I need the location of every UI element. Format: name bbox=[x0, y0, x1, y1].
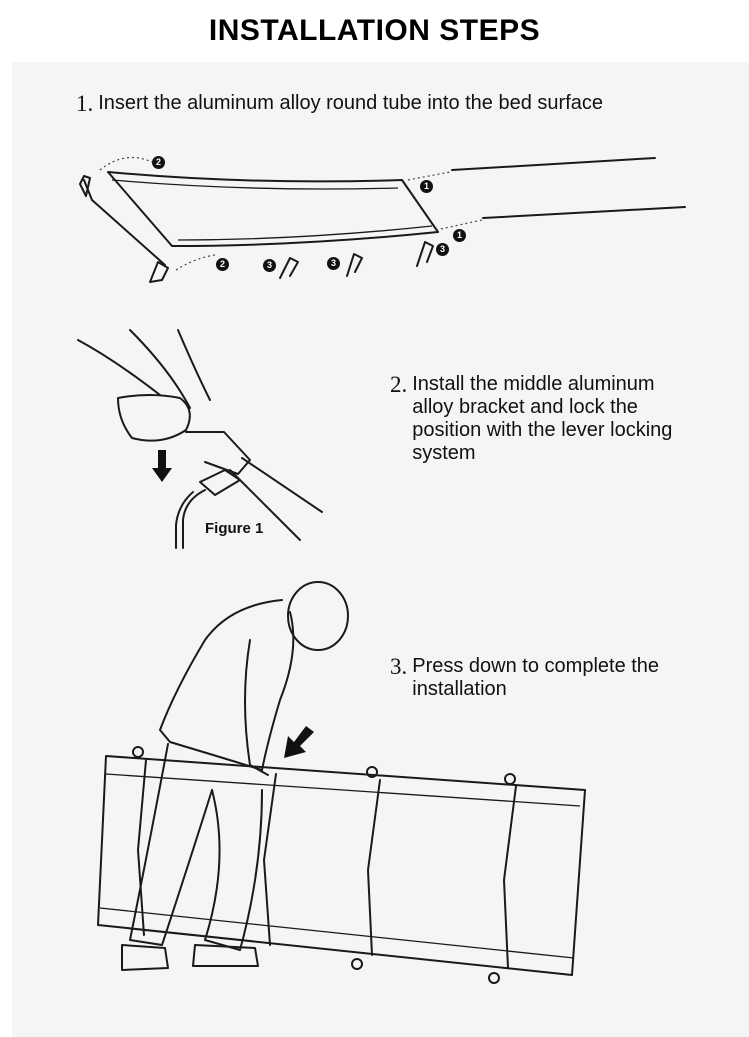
step-3-number: 3. bbox=[390, 654, 408, 679]
step-2-number: 2. bbox=[390, 372, 408, 397]
callout-badge: 3 bbox=[327, 257, 340, 270]
step-2: 2. Install the middle aluminum alloy bra… bbox=[390, 373, 730, 465]
callout-badge: 3 bbox=[436, 243, 449, 256]
step-3: 3. Press down to complete the installati… bbox=[390, 655, 730, 701]
step-2-text: Install the middle aluminum alloy bracke… bbox=[412, 373, 673, 464]
step-1-number: 1. bbox=[76, 91, 94, 116]
callout-badge: 3 bbox=[263, 259, 276, 272]
callout-badge: 1 bbox=[420, 180, 433, 193]
callout-badge: 2 bbox=[152, 156, 165, 169]
content-panel bbox=[12, 62, 749, 1037]
step-1: 1. Insert the aluminum alloy round tube … bbox=[76, 92, 603, 115]
callout-badge: 1 bbox=[453, 229, 466, 242]
step-3-text: Press down to complete the installation bbox=[412, 655, 660, 700]
step-1-text: Insert the aluminum alloy round tube int… bbox=[98, 92, 603, 114]
callout-badge: 2 bbox=[216, 258, 229, 271]
figure-label: Figure 1 bbox=[205, 520, 264, 537]
page-title: INSTALLATION STEPS bbox=[208, 14, 541, 47]
